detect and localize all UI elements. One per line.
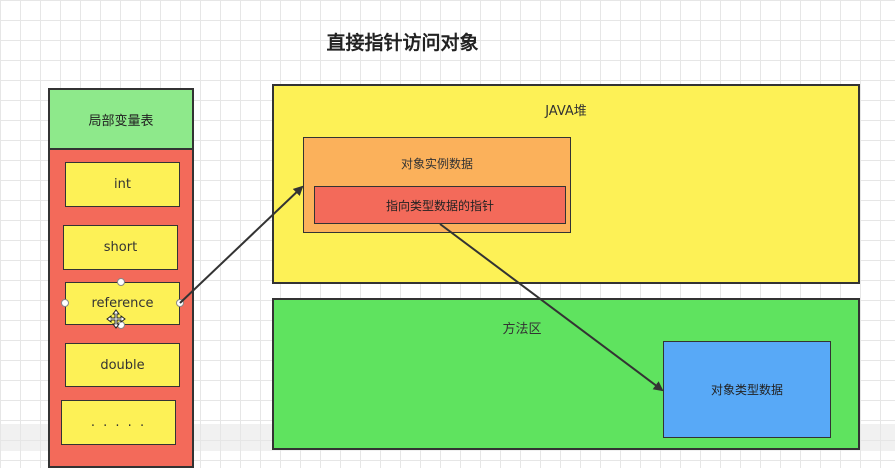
slot-ellipsis-label: . . . . . [90, 415, 147, 430]
slot-short[interactable]: short [63, 225, 178, 270]
selection-handle-left[interactable] [61, 299, 69, 307]
slot-short-label: short [103, 240, 138, 255]
slot-double-label: double [100, 357, 145, 373]
method-area-label: 方法区 [502, 322, 542, 337]
slot-reference-label: reference [91, 296, 154, 311]
local-variable-table-header[interactable]: 局部变量表 [48, 88, 194, 150]
diagram-title: 直接指针访问对象 [326, 32, 479, 54]
connector-layer [106, 185, 664, 392]
reference-to-instance-arrow[interactable] [179, 185, 304, 304]
type-pointer-label: 指向类型数据的指针 [385, 198, 494, 213]
slot-int-label: int [114, 177, 131, 192]
type-pointer-box[interactable]: 指向类型数据的指针 [314, 186, 566, 224]
slot-double[interactable]: double [65, 343, 180, 387]
pointer-to-type-data-arrow[interactable] [439, 223, 664, 392]
move-cursor-icon [106, 309, 126, 329]
object-type-data-box[interactable]: 对象类型数据 [663, 341, 831, 438]
object-instance-data-label: 对象实例数据 [400, 157, 473, 171]
java-heap-label: JAVA堆 [545, 104, 587, 119]
slot-ellipsis[interactable]: . . . . . [61, 400, 176, 445]
selection-handle-top[interactable] [117, 278, 125, 286]
object-type-data-label: 对象类型数据 [710, 383, 783, 397]
local-variable-table-label: 局部变量表 [88, 113, 154, 129]
slot-int[interactable]: int [65, 162, 180, 207]
